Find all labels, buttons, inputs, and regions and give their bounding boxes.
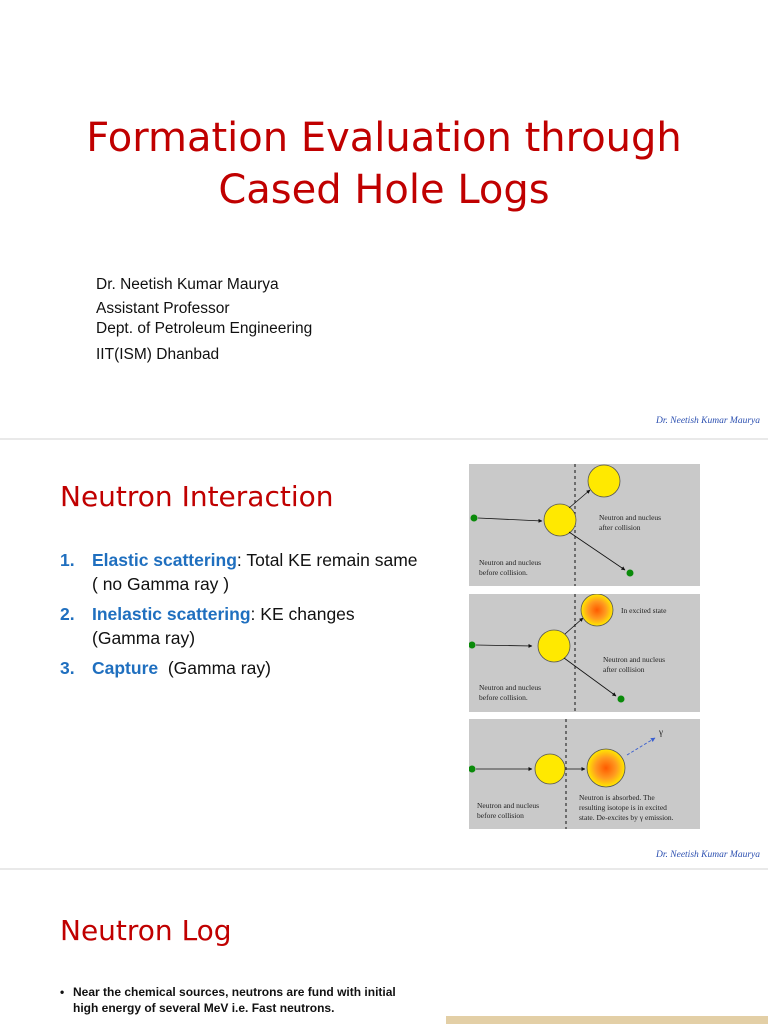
label-excited: In excited state [621, 606, 667, 615]
label-before-2: before collision [477, 811, 524, 820]
nucleus-after-circle [587, 464, 621, 498]
list-number: 1. [60, 550, 75, 570]
list-number: 3. [60, 658, 75, 678]
label-after-1: Neutron and nucleus [599, 513, 661, 522]
title-slide: Formation Evaluation through Cased Hole … [0, 0, 768, 438]
author-institute: IIT(ISM) Dhanbad [96, 346, 220, 363]
gamma-symbol: γ [658, 727, 663, 737]
list-desc: (Gamma ray) [158, 658, 271, 678]
nucleus-circle [537, 629, 571, 663]
figure-image-top-edge [446, 1016, 768, 1024]
list-desc: KE changes (Gamma ray) [92, 604, 355, 648]
nucleus-circle [543, 503, 577, 537]
elastic-scattering-diagram: Neutron and nucleus after collision Neut… [469, 464, 700, 586]
author-block: Dr. Neetish Kumar Maurya Assistant Profe… [96, 274, 312, 366]
label-absorbed-1: Neutron is absorbed. The [579, 793, 655, 802]
nucleus-circle [534, 753, 566, 785]
neutron-after-dot [617, 695, 625, 703]
neutron-after-dot [626, 569, 634, 577]
slide1-watermark: Dr. Neetish Kumar Maurya [656, 416, 760, 426]
slide-title: Neutron Log [60, 914, 232, 947]
title-line-1: Formation Evaluation through [86, 115, 682, 161]
author-department: Dept. of Petroleum Engineering [96, 320, 313, 337]
incoming-arrow [475, 643, 533, 648]
label-before-1: Neutron and nucleus [479, 683, 541, 692]
bullet-item: • Near the chemical sources, neutrons ar… [60, 984, 420, 1016]
neutron-log-slide: Neutron Log • Near the chemical sources,… [0, 870, 768, 1024]
scattered-arrow [563, 657, 617, 697]
inelastic-scattering-diagram: In excited state Neutron and nucleus aft… [469, 594, 700, 712]
list-term: Elastic scattering [92, 550, 237, 570]
list-term: Inelastic scattering [92, 604, 251, 624]
capture-diagram: γ Neutron and nucleus before collision N… [469, 719, 700, 829]
label-after-2: after collision [599, 523, 641, 532]
presentation-title: Formation Evaluation through Cased Hole … [40, 112, 728, 216]
list-sep: : [236, 550, 242, 570]
slide-title: Neutron Interaction [60, 480, 334, 513]
list-number: 2. [60, 604, 75, 624]
author-position: Assistant Professor [96, 300, 230, 317]
neutron-dot [469, 765, 476, 773]
bullet-list: • Near the chemical sources, neutrons ar… [60, 984, 420, 1016]
label-before-2: before collision. [479, 568, 528, 577]
list-desc: Total KE remain same ( no Gamma ray ) [92, 550, 418, 594]
list-text: Inelastic scattering: KE changes (Gamma … [92, 602, 420, 650]
list-item: 3. Capture (Gamma ray) [60, 656, 420, 680]
bullet-text: Near the chemical sources, neutrons are … [73, 985, 396, 1015]
excited-nucleus-circle [580, 594, 614, 627]
label-before-2: before collision. [479, 693, 528, 702]
nucleus-arrow [568, 489, 591, 509]
neutron-interaction-slide: Neutron Interaction 1. Elastic scatterin… [0, 440, 768, 868]
list-text: Capture (Gamma ray) [92, 656, 271, 680]
incoming-arrow [477, 517, 543, 523]
label-absorbed-3: state. De-excites by γ emission. [579, 813, 674, 822]
list-text: Elastic scattering: Total KE remain same… [92, 548, 420, 596]
compound-nucleus-circle [586, 748, 626, 788]
scattered-arrow [568, 531, 626, 571]
label-after-1: Neutron and nucleus [603, 655, 665, 664]
list-sep: : [250, 604, 256, 624]
label-after-2: after collision [603, 665, 645, 674]
label-before-1: Neutron and nucleus [477, 801, 539, 810]
neutron-dot [470, 514, 478, 522]
nucleus-arrow [564, 617, 584, 635]
neutron-dot [469, 641, 476, 649]
gamma-arrow [626, 737, 656, 756]
interaction-list: 1. Elastic scattering: Total KE remain s… [60, 548, 420, 686]
bullet-mark: • [60, 985, 65, 999]
list-item: 1. Elastic scattering: Total KE remain s… [60, 548, 420, 596]
slide2-watermark: Dr. Neetish Kumar Maurya [656, 850, 760, 860]
list-term: Capture [92, 658, 159, 678]
author-name: Dr. Neetish Kumar Maurya [96, 276, 279, 293]
label-before-1: Neutron and nucleus [479, 558, 541, 567]
label-absorbed-2: resulting isotope is in excited [579, 803, 667, 812]
list-item: 2. Inelastic scattering: KE changes (Gam… [60, 602, 420, 650]
title-line-2: Cased Hole Logs [218, 167, 550, 213]
